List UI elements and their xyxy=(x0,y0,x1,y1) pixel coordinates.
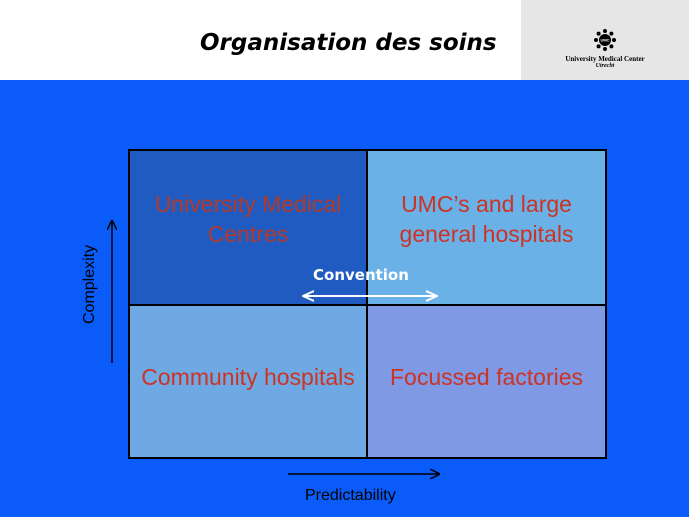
umc-logo: UMC University Medical Center Utrecht xyxy=(521,0,689,80)
arrows-overlay xyxy=(0,80,689,517)
quadrant-top-right: UMC’s and large general hospitals xyxy=(368,151,605,306)
quadrant-bottom-right-label: Focussed factories xyxy=(389,363,584,390)
quadrant-bottom-left: Community hospitals xyxy=(130,306,368,457)
logo-name: University Medical Center xyxy=(565,55,645,63)
predictability-axis-label: Predictability xyxy=(305,487,396,504)
quadrant-bottom-right: Focussed factories xyxy=(368,306,605,457)
quadrant-top-left-label: University Medical Centres xyxy=(154,190,342,247)
quadrant-top-right-label: UMC’s and large general hospitals xyxy=(399,190,574,247)
logo-subtitle: Utrecht xyxy=(595,63,615,69)
umc-logo-icon: UMC xyxy=(594,29,616,51)
quadrant-matrix: University Medical Centres UMC’s and lar… xyxy=(128,149,607,459)
slide-header: Organisation des soins UMC University Me… xyxy=(0,0,689,80)
slide-canvas: University Medical Centres UMC’s and lar… xyxy=(0,80,689,517)
logo-mark-text: UMC xyxy=(600,38,609,43)
quadrant-bottom-left-label: Community hospitals xyxy=(141,363,355,390)
complexity-axis-label: Complexity xyxy=(81,244,98,324)
convention-label: Convention xyxy=(313,266,409,284)
quadrant-top-left: University Medical Centres xyxy=(130,151,368,306)
slide-title: Organisation des soins xyxy=(200,30,497,56)
